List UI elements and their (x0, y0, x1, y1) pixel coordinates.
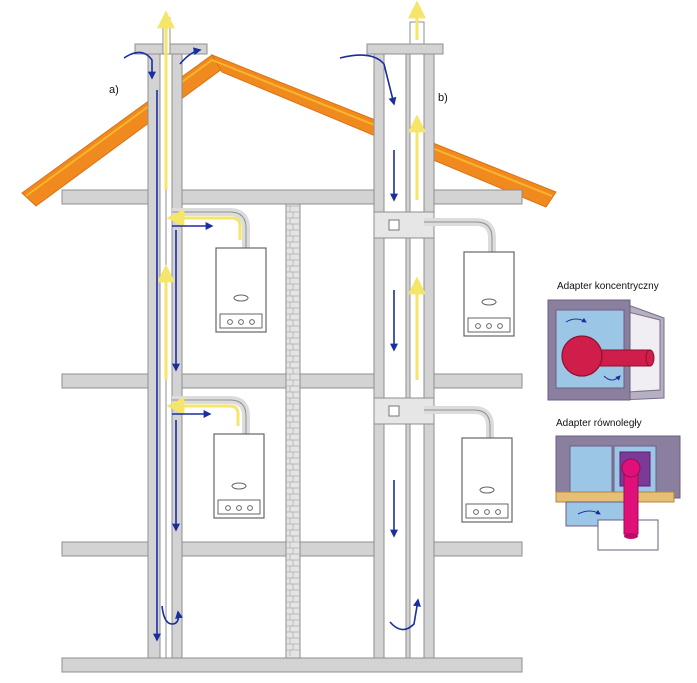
adapter-parallel-label: Adapter równoległy (556, 418, 642, 429)
blue-arrow-icon (123, 47, 398, 642)
chimney-b-right-wall (423, 53, 435, 659)
blue-return-arrows (161, 598, 421, 631)
yellow-arrow-icon (157, 0, 426, 426)
chimney-a-right-wall (171, 53, 183, 659)
roof (21, 53, 557, 208)
system-a-label: a) (109, 84, 119, 96)
slab-top (61, 189, 523, 205)
wall-boiler-icon (213, 433, 265, 519)
adapter-concentric (547, 299, 665, 401)
chimney-b-divider (405, 53, 411, 659)
chimney-b-duct (383, 53, 407, 659)
chimney-a-left-wall (147, 53, 161, 659)
chimney-b (366, 21, 444, 659)
chimney-b-left-wall (373, 53, 385, 659)
brick-wall (285, 203, 301, 659)
chimney-a-cap (134, 43, 208, 55)
slab-ground (61, 657, 523, 673)
wall-boiler-icon (215, 247, 267, 333)
adapter-parallel (555, 435, 681, 551)
boiler-connections (172, 208, 496, 440)
wall-boiler-icon (463, 251, 515, 337)
chimney-b-cap (366, 43, 444, 55)
roof-edge (25, 58, 553, 197)
roof-left (21, 54, 227, 207)
wall-boiler-icon (461, 437, 513, 523)
system-b-label: b) (438, 92, 448, 104)
adapter-concentric-label: Adapter koncentryczny (557, 281, 659, 292)
